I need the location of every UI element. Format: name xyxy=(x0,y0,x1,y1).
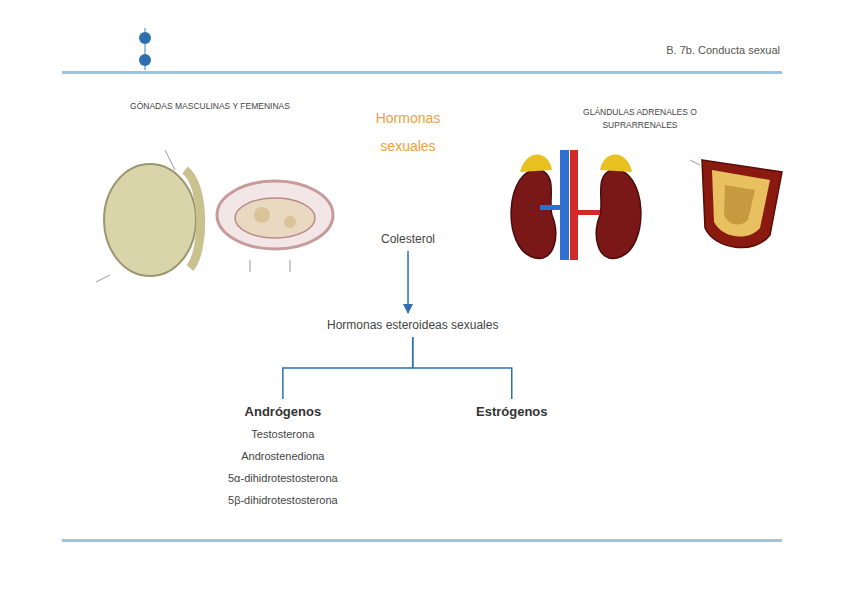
text-node: Hormonas esteroideas sexuales xyxy=(323,316,502,334)
node-heading: Estrógenos xyxy=(476,404,548,419)
node-item: 5α-dihidrotestosterona xyxy=(228,467,338,489)
connector xyxy=(413,337,512,399)
organ-heading: GÓNADAS MASCULINAS Y FEMENINAS xyxy=(125,100,295,113)
adrenal-section-illustration xyxy=(690,160,782,248)
testis-illustration xyxy=(96,150,201,282)
text-node: AndrógenosTestosteronaAndrostenediona5α-… xyxy=(224,402,342,513)
node-item: Testosterona xyxy=(228,423,338,445)
footer-rule xyxy=(62,539,782,542)
ovary-illustration xyxy=(217,181,333,272)
connector xyxy=(407,251,409,313)
organ-heading: GLÁNDULAS ADRENALES O SUPRARRENALES xyxy=(545,106,735,132)
node-heading: Andrógenos xyxy=(228,404,338,419)
logo-dot xyxy=(139,54,151,66)
node-heading: Hormonas esteroideas sexuales xyxy=(327,318,498,332)
header-text: B. 7b. Conducta sexual xyxy=(580,42,780,59)
connector xyxy=(283,337,413,399)
header-rule xyxy=(62,71,782,74)
slide-title: Hormonas sexuales xyxy=(353,104,463,160)
kidneys-adrenals-illustration xyxy=(511,150,641,260)
text-node: Estrógenos xyxy=(472,402,552,425)
text-node: Colesterol xyxy=(377,230,439,248)
node-item: Androstenediona xyxy=(228,445,338,467)
node-heading: Colesterol xyxy=(381,232,435,246)
logo-dot xyxy=(139,32,151,44)
node-item: 5β-dihidrotestosterona xyxy=(228,489,338,511)
